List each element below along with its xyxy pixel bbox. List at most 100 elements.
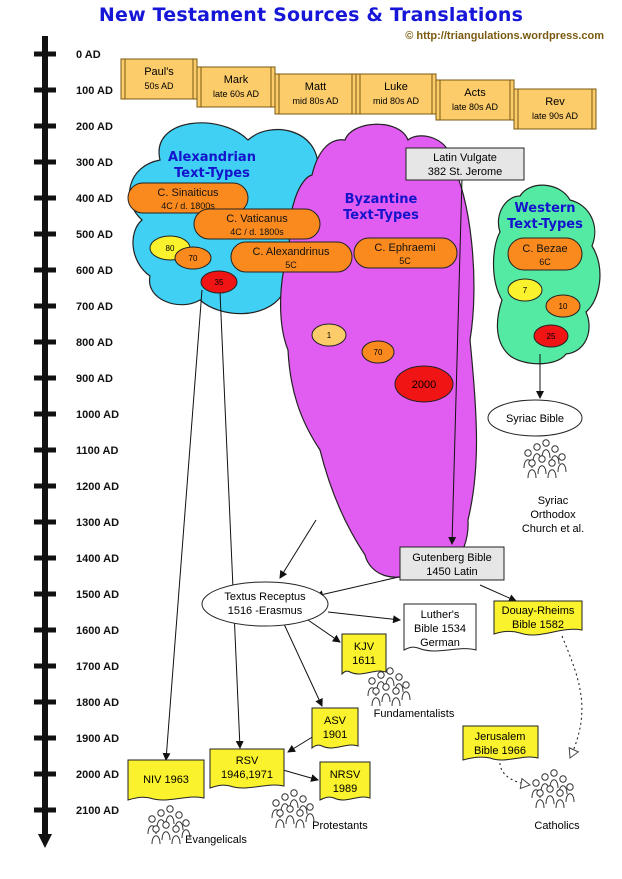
book-name: Luke: [384, 81, 408, 93]
timeline-label: 1100 AD: [76, 445, 118, 457]
svg-text:Bible 1582: Bible 1582: [512, 619, 564, 631]
svg-text:70: 70: [374, 348, 383, 357]
rsv-bible: RSV 1946,1971: [209, 748, 285, 789]
byzantine-title-line1: Byzantine: [345, 192, 418, 207]
svg-text:1516 -Erasmus: 1516 -Erasmus: [228, 605, 303, 617]
book-name: Paul's: [144, 66, 174, 78]
timeline-label: 400 AD: [76, 193, 113, 205]
timeline-label: 1800 AD: [76, 697, 119, 709]
timeline-label: 500 AD: [76, 229, 113, 241]
book-date: mid 80s AD: [292, 96, 339, 106]
timeline-label: 0 AD: [76, 49, 101, 61]
timeline-label: 100 AD: [76, 85, 113, 97]
svg-text:RSV: RSV: [236, 755, 259, 767]
arrow-alex-niv: [162, 289, 203, 761]
codex-bezae-date: 6C: [539, 257, 551, 267]
jerusalem-bible: Jerusalem Bible 1966: [462, 725, 539, 761]
svg-text:German: German: [420, 637, 460, 649]
western-title-line1: Western: [514, 201, 575, 216]
arrow-vulgate-gutenberg: [448, 177, 463, 545]
codex-bezae: C. Bezae 6C: [507, 237, 583, 271]
codex-alexandrinus: C. Alexandrinus 5C: [230, 241, 353, 273]
manuscript-10: 10: [545, 294, 581, 318]
svg-text:NIV 1963: NIV 1963: [143, 774, 189, 786]
svg-text:1450 Latin: 1450 Latin: [426, 566, 477, 578]
svg-text:80: 80: [166, 244, 175, 253]
svg-text:Textus Receptus: Textus Receptus: [224, 591, 306, 603]
timeline-axis: 0 AD 100 AD 200 AD 300 AD 400 AD 500 AD 600 AD…: [34, 36, 119, 848]
timeline-label: 2000 AD: [76, 769, 119, 781]
gutenberg-bible: Gutenberg Bible 1450 Latin: [399, 546, 505, 581]
svg-text:ASV: ASV: [324, 715, 347, 727]
protestants-crowd-icon: [271, 789, 315, 829]
timeline-label: 1500 AD: [76, 589, 119, 601]
arrow-byz-textus: [279, 519, 317, 579]
svg-text:10: 10: [559, 302, 568, 311]
manuscript-2000: 2000: [394, 365, 454, 403]
book-date: mid 80s AD: [373, 96, 420, 106]
timeline-label: 1200 AD: [76, 481, 119, 493]
luther-bible: Luther's Bible 1534 German: [403, 603, 477, 652]
manuscript-7: 7: [507, 278, 543, 302]
svg-text:7: 7: [523, 286, 528, 295]
codex-sinaiticus: C. Sinaiticus 4C / d. 1800s: [127, 182, 249, 214]
evangelicals-label: Evangelicals: [185, 834, 247, 846]
svg-text:1946,1971: 1946,1971: [221, 769, 273, 781]
svg-text:1901: 1901: [323, 729, 347, 741]
arrow-asv-rsv: [287, 735, 315, 753]
timeline-label: 600 AD: [76, 265, 113, 277]
codex-alexandrinus-date: 5C: [285, 260, 297, 270]
kjv-bible: KJV 1611: [341, 633, 387, 676]
codex-alexandrinus-name: C. Alexandrinus: [252, 246, 330, 258]
svg-text:382 St. Jerome: 382 St. Jerome: [428, 166, 503, 178]
book-date: late 90s AD: [532, 111, 579, 121]
arrow-gutenberg-douay: [479, 584, 517, 602]
timeline-label: 700 AD: [76, 301, 113, 313]
svg-text:Douay-Rheims: Douay-Rheims: [502, 605, 575, 617]
manuscript-1: 1: [311, 323, 347, 347]
manuscript-70-alex: 70: [174, 246, 212, 270]
timeline-label: 200 AD: [76, 121, 113, 133]
timeline-label: 1000 AD: [76, 409, 119, 421]
timeline-label: 1600 AD: [76, 625, 119, 637]
evangelicals-crowd-icon: [147, 805, 191, 845]
svg-text:NRSV: NRSV: [330, 769, 361, 781]
timeline-label: 1900 AD: [76, 733, 119, 745]
codex-vaticanus-date: 4C / d. 1800s: [230, 227, 284, 237]
niv-bible: NIV 1963: [127, 759, 205, 801]
timeline-label: 300 AD: [76, 157, 113, 169]
syriac-crowd-icon: [523, 439, 567, 479]
codex-ephraemi: C. Ephraemi 5C: [353, 237, 458, 269]
arrow-textus-asv: [283, 623, 323, 707]
fundamentalists-label: Fundamentalists: [374, 708, 455, 720]
svg-text:Latin Vulgate: Latin Vulgate: [433, 152, 497, 164]
book-date: late 80s AD: [452, 102, 499, 112]
connector-arrows: [162, 177, 583, 790]
arrow-douay-catholics: [561, 635, 583, 759]
codex-ephraemi-date: 5C: [399, 256, 411, 266]
protestants-label: Protestants: [312, 820, 368, 832]
codex-ephraemi-name: C. Ephraemi: [374, 242, 435, 254]
western-cloud: [492, 184, 601, 365]
arrow-gutenberg-textus: [315, 575, 404, 599]
book-name: Mark: [224, 74, 249, 86]
svg-text:2000: 2000: [412, 379, 436, 391]
book-box: Acts late 80s AD: [435, 79, 515, 121]
nrsv-bible: NRSV 1989: [319, 761, 371, 801]
douay-rheims-bible: Douay-Rheims Bible 1582: [493, 600, 583, 636]
timeline-label: 900 AD: [76, 373, 113, 385]
book-box: Luke mid 80s AD: [355, 73, 437, 115]
book-name: Acts: [464, 87, 486, 99]
timeline-label: 1700 AD: [76, 661, 119, 673]
byzantine-title-line2: Text-Types: [343, 208, 419, 223]
timeline-label: 2100 AD: [76, 805, 119, 817]
alexandrian-title-line2: Text-Types: [174, 166, 250, 181]
codex-vaticanus: C. Vaticanus 4C / d. 1800s: [193, 208, 321, 240]
timeline-label: 1400 AD: [76, 553, 119, 565]
arrow-alex-rsv: [219, 291, 244, 749]
codex-bezae-name: C. Bezae: [522, 243, 567, 255]
